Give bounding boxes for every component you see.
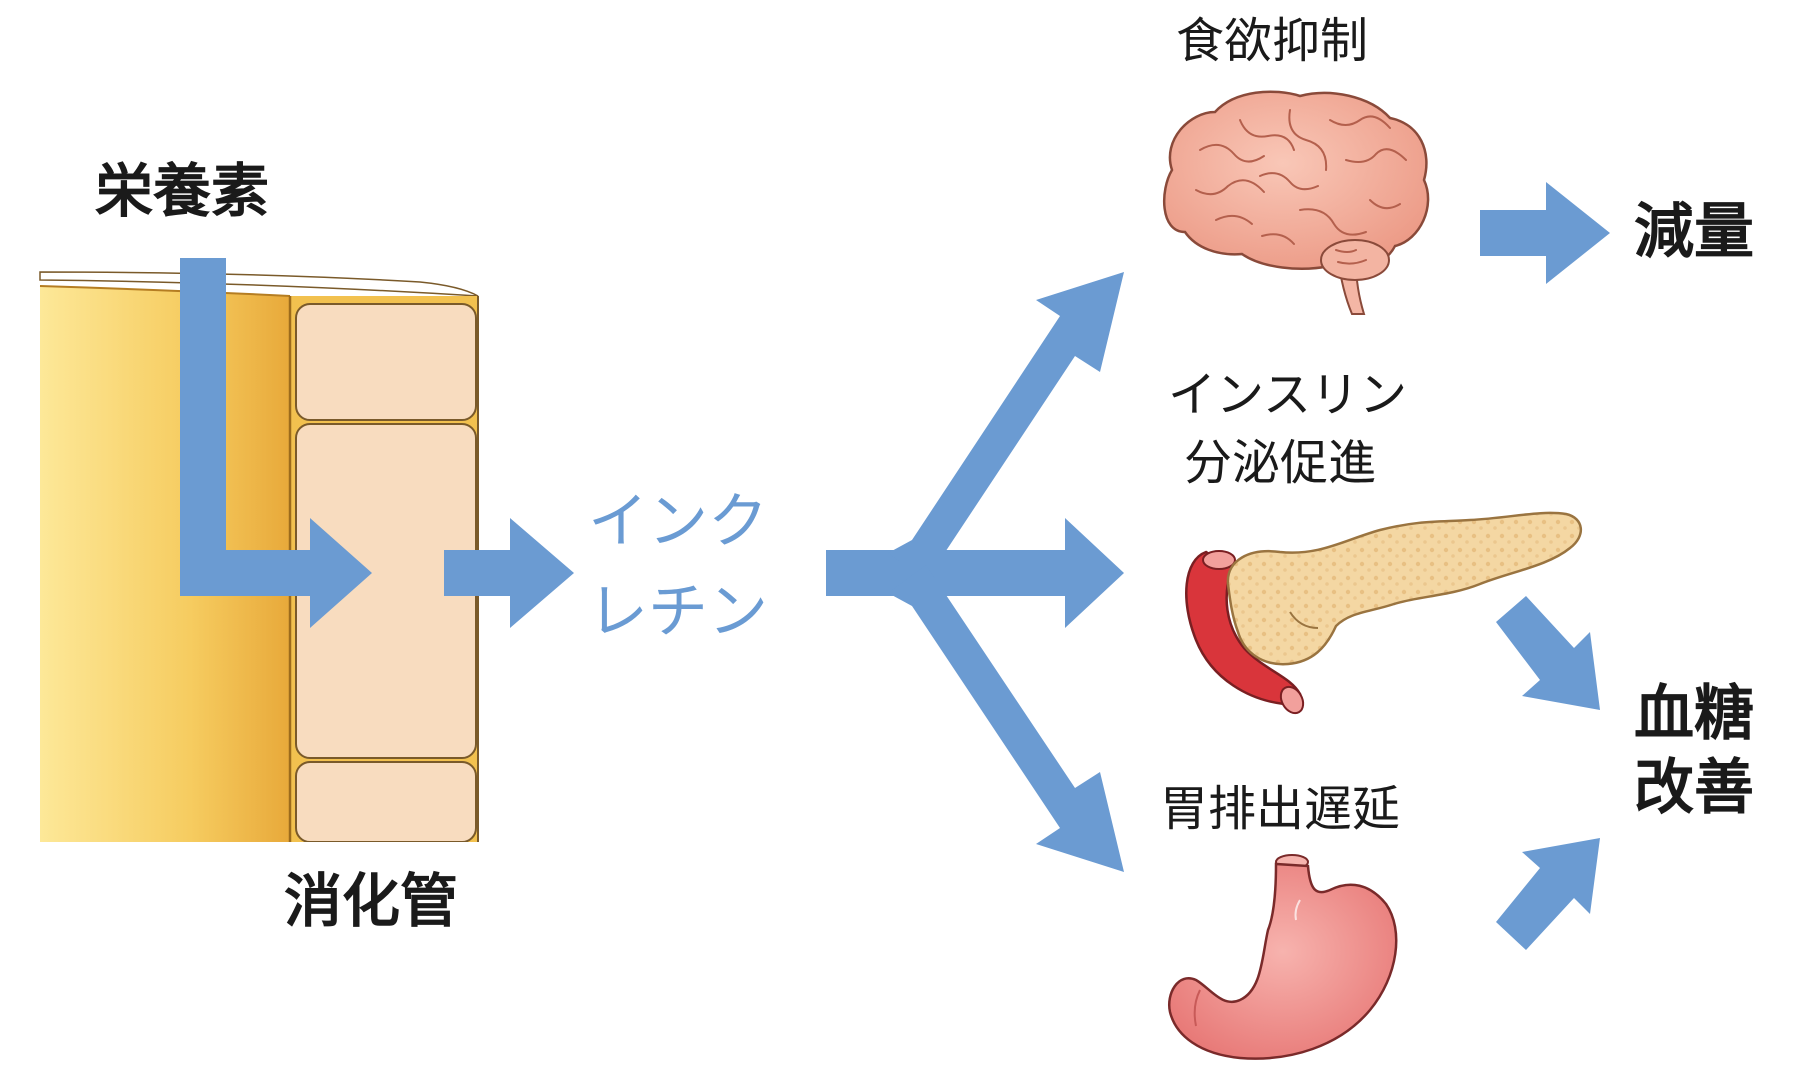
digestive-tract-illustration	[39, 271, 480, 846]
flow-arrows	[180, 182, 1610, 950]
gastric-emptying-delay-label: 胃排出遅延	[1160, 781, 1401, 837]
arrow-pancreas-to-glucose	[1496, 596, 1600, 710]
weight-loss-label: 減量	[1634, 197, 1754, 267]
arrow-to-brain	[888, 272, 1124, 581]
appetite-suppression-label: 食欲抑制	[1176, 13, 1369, 69]
arrow-to-weight-loss	[1480, 182, 1610, 284]
digestive-tract-label: 消化管	[284, 867, 459, 935]
arrow-to-pancreas	[900, 518, 1124, 628]
pancreas-icon	[1185, 511, 1582, 715]
nutrients-label: 栄養素	[95, 157, 270, 225]
arrow-stomach-to-glucose	[1496, 838, 1600, 950]
arrow-to-stomach	[888, 565, 1124, 872]
incretin-label-line1: インク	[588, 487, 768, 557]
insulin-secretion-label-line2: 分泌促進	[1184, 435, 1377, 491]
stomach-icon	[1167, 854, 1398, 1060]
insulin-secretion-label-line1: インスリン	[1168, 367, 1408, 423]
tract-to-incretin-arrow	[444, 518, 574, 628]
nutrient-arrow	[180, 258, 372, 628]
incretin-label-line2: レチン	[588, 577, 768, 647]
blood-glucose-label-line2: 改善	[1634, 753, 1754, 823]
brain-icon	[1162, 90, 1430, 315]
incretin-trunk	[826, 550, 902, 596]
blood-glucose-label-line1: 血糖	[1634, 679, 1754, 749]
